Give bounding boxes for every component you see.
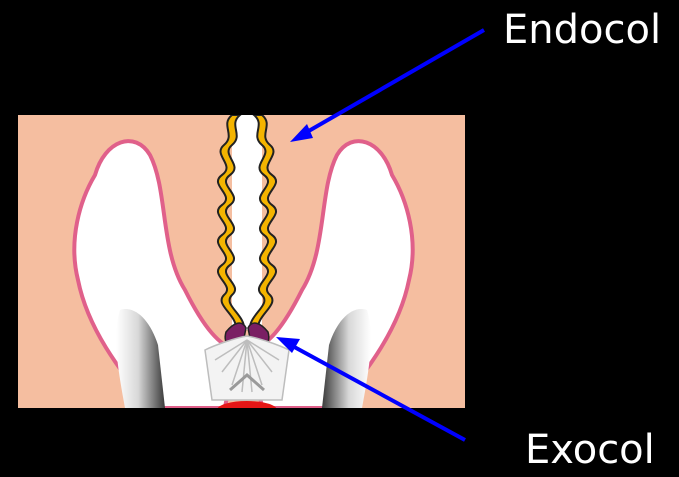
- exocol-label: Exocol: [525, 430, 655, 470]
- vaginal-lumen: [217, 401, 277, 419]
- endocervical-canal: [232, 115, 262, 330]
- ectocervix-squamous-epithelium: [205, 336, 289, 400]
- endocol-label: Endocol: [503, 10, 661, 50]
